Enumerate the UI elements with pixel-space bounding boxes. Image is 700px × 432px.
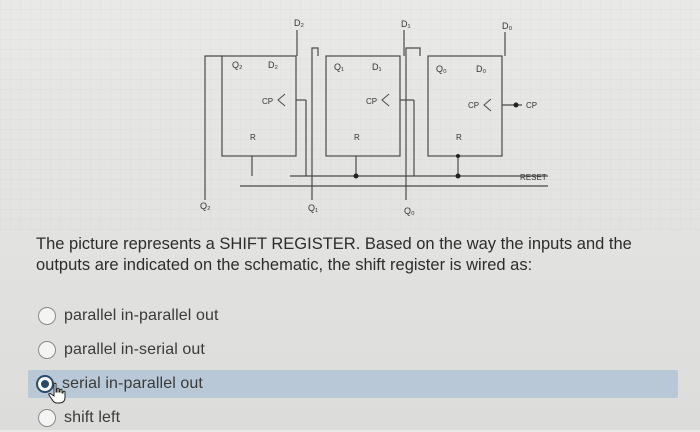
ff1-d-label: D₁ [372, 62, 382, 72]
radio-button[interactable] [38, 307, 56, 325]
schematic-diagram: D₂ D₁ D₀ Q₂ D₂ CP R Q₁ D₁ CP R Q₀ D₀ CP … [200, 18, 548, 216]
option-label: serial in-parallel out [62, 375, 203, 392]
ff0-r-label: R [456, 133, 462, 142]
shift-register-schematic: D₂ D₁ D₀ Q₂ D₂ CP R Q₁ D₁ CP R Q₀ D₀ CP … [0, 0, 700, 230]
ff1-q-label: Q₁ [334, 62, 344, 72]
output-q1: Q₁ [308, 203, 318, 213]
ff0-cp-label: CP [468, 101, 479, 110]
flipflop-2-box [221, 55, 297, 157]
ff2-d-label: D₂ [268, 60, 278, 70]
ff1-r-label: R [354, 133, 360, 142]
option-serial-in-parallel-out[interactable]: serial in-parallel out [28, 370, 678, 398]
option-parallel-in-parallel-out[interactable]: parallel in-parallel out [30, 302, 219, 330]
option-shift-left[interactable]: shift left [30, 404, 120, 432]
radio-button[interactable] [38, 341, 56, 359]
ff0-d-label: D₀ [476, 64, 486, 74]
ff2-q-label: Q₂ [232, 60, 243, 70]
ff2-r-label: R [250, 133, 256, 142]
top-input-d1: D₁ [401, 19, 411, 29]
ff1-cp-label: CP [366, 97, 377, 106]
flipflop-0-box [427, 55, 503, 157]
flipflop-1-box [325, 55, 401, 157]
option-label: shift left [64, 409, 121, 426]
option-label: parallel in-serial out [64, 341, 205, 358]
reset-label: RESET [520, 173, 547, 182]
clock-input-label: CP [526, 101, 537, 110]
ff0-q-label: Q₀ [436, 64, 447, 74]
hand-cursor-icon [48, 382, 66, 404]
radio-button[interactable] [38, 409, 56, 427]
top-input-d0: D₀ [502, 21, 512, 31]
option-parallel-in-serial-out[interactable]: parallel in-serial out [30, 336, 205, 364]
ff2-cp-label: CP [262, 97, 273, 106]
option-label: parallel in-parallel out [64, 307, 219, 324]
question-text: The picture represents a SHIFT REGISTER.… [36, 235, 632, 274]
output-q0: Q₀ [404, 206, 415, 216]
radio-button-checked[interactable] [36, 375, 54, 393]
output-q2: Q₂ [200, 201, 211, 211]
top-input-d2: D₂ [294, 18, 304, 28]
